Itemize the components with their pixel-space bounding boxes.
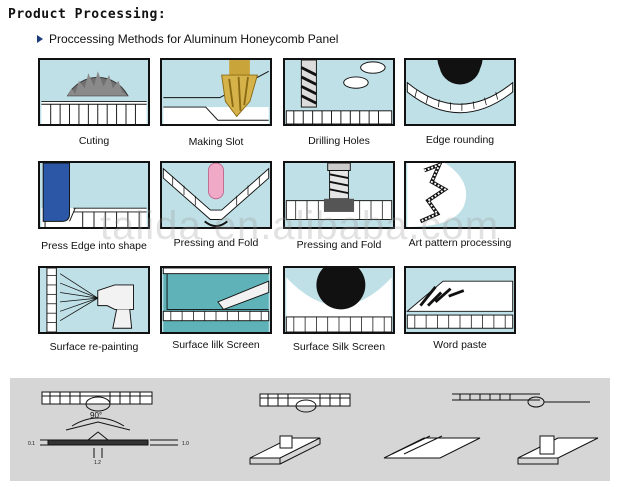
caption-edge-rounding: Edge rounding	[425, 134, 495, 146]
section-subtitle: Proccessing Methods for Aluminum Honeyco…	[37, 32, 338, 46]
tile-edge-rounding	[404, 58, 516, 126]
tile-pressing-fold-1	[160, 161, 272, 229]
caption-making-slot: Making Slot	[188, 136, 244, 148]
caption-surface-lilk-screen: Surface lilk Screen	[172, 339, 260, 351]
tile-surface-silk-screen	[283, 266, 395, 334]
angle-label: 90°	[90, 411, 102, 420]
dim-label-c: 1.2	[94, 460, 101, 466]
caption-cuting: Cuting	[78, 135, 110, 147]
caption-pressing-fold-2: Pressing and Fold	[296, 239, 382, 251]
subtitle-text: Proccessing Methods for Aluminum Honeyco…	[49, 32, 339, 46]
tile-surface-lilk-screen	[160, 266, 272, 334]
caption-drilling-holes: Drilling Holes	[308, 135, 370, 147]
tile-making-slot	[160, 58, 272, 126]
caption-pressing-fold-1: Pressing and Fold	[173, 237, 259, 249]
caption-art-pattern: Art pattern processing	[408, 237, 512, 249]
caption-surface-silk-screen: Surface Silk Screen	[292, 341, 386, 353]
tile-press-edge	[38, 161, 150, 229]
caption-surface-repainting: Surface re-painting	[49, 341, 139, 353]
dim-label-a: 0.1	[28, 441, 35, 447]
dim-label-b: 1.0	[182, 441, 189, 447]
tile-art-pattern	[404, 161, 516, 229]
page-title: Product Processing:	[8, 7, 167, 22]
tile-drilling-holes	[283, 58, 395, 126]
fold-diagram-strip: 90° 0.1 1.0 1.2	[10, 378, 610, 481]
tile-surface-repainting	[38, 266, 150, 334]
caption-word-paste: Word paste	[433, 339, 487, 351]
tile-word-paste	[404, 266, 516, 334]
caption-press-edge: Press Edge into shape	[41, 240, 147, 252]
bullet-triangle-icon	[37, 35, 43, 43]
tile-pressing-fold-2	[283, 161, 395, 229]
tile-cuting	[38, 58, 150, 126]
